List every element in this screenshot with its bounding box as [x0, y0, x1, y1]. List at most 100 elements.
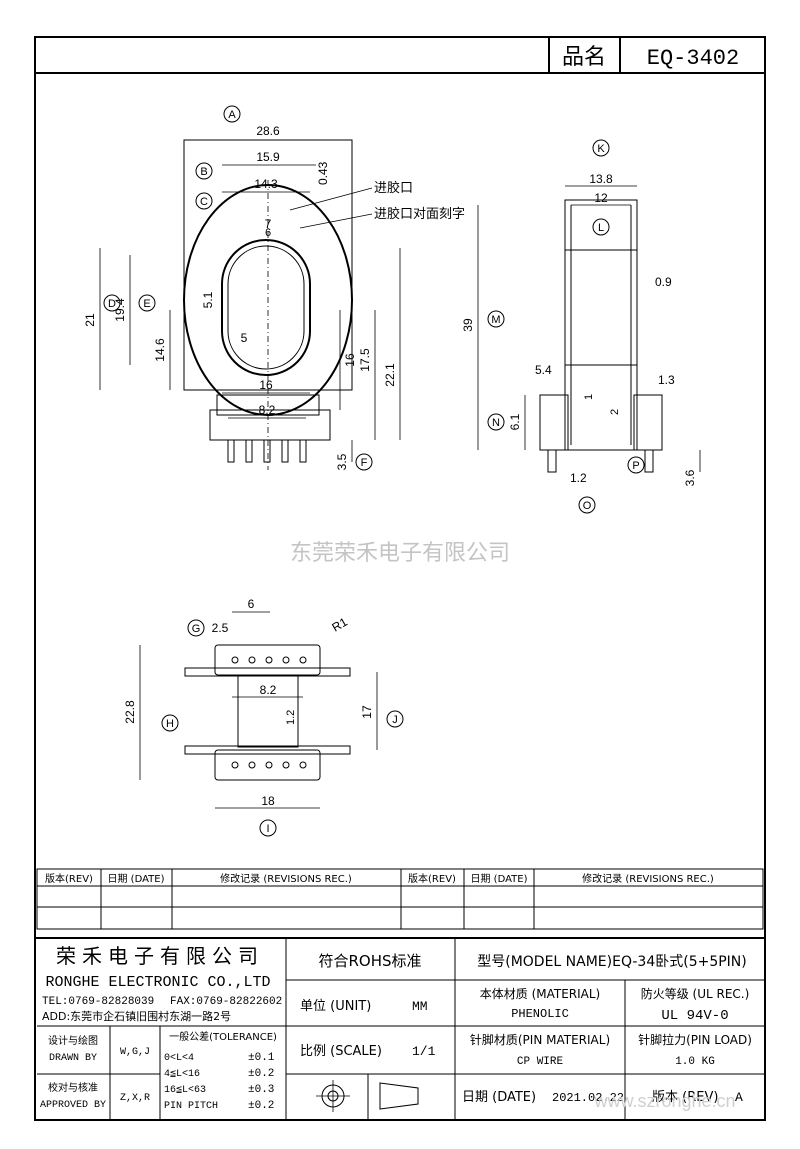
scale-value: 1/1 [412, 1044, 436, 1059]
dim-19-4: 19.4 [113, 298, 127, 322]
dim-22-1: 22.1 [383, 363, 397, 387]
projection-symbol [316, 1080, 419, 1112]
unit-label: 单位 (UNIT) [300, 999, 371, 1014]
dim-13-8: 13.8 [589, 172, 613, 186]
marker-a: A [228, 109, 236, 121]
tol-range-0: 0<L<4 [164, 1053, 194, 1064]
fire-label: 防火等级 (UL REC.) [641, 986, 750, 1001]
date-label: 日期 (DATE) [462, 1090, 536, 1105]
pin-material-value: CP WIRE [517, 1056, 564, 1068]
dim-5: 5 [241, 331, 248, 345]
dim-14-3: 14.3 [254, 177, 278, 191]
marker-c: C [200, 196, 208, 208]
dim-12: 12 [594, 191, 608, 205]
rev-header-rec-2: 修改记录 (REVISIONS REC.) [582, 872, 714, 885]
drawn-value: W,G,J [120, 1047, 150, 1058]
address: ADD:东莞市企石镇旧围村东湖一路2号 [42, 1009, 231, 1023]
dim-15-9: 15.9 [256, 150, 280, 164]
material-label: 本体材质 (MATERIAL) [480, 987, 601, 1001]
approved-label-cn: 校对与核准 [48, 1081, 98, 1094]
material-value: PHENOLIC [511, 1007, 569, 1021]
revision-table: 版本(REV) 日期 (DATE) 修改记录 (REVISIONS REC.) … [36, 868, 764, 930]
dim-6: 6 [265, 227, 271, 239]
dim-17-5: 17.5 [358, 348, 372, 372]
tol-value-2: ±0.3 [248, 1084, 274, 1096]
tol-value-3: ±0.2 [248, 1100, 274, 1112]
marker-j: J [392, 714, 398, 726]
dim-39: 39 [461, 318, 475, 332]
callout-gate: 进胶口 [374, 180, 413, 196]
bottom-pins-top [231, 656, 307, 664]
dim-6-bottom: 6 [248, 597, 255, 611]
tol-value-1: ±0.2 [248, 1068, 274, 1080]
approved-label-en: APPROVED BY [40, 1100, 106, 1111]
marker-g: G [192, 623, 201, 635]
marker-k: K [597, 143, 605, 155]
model-name: 型号(MODEL NAME)EQ-34卧式(5+5PIN) [477, 954, 747, 970]
side-view: 13.8 12 0.9 39 5.4 1.3 1 2 6.1 1.2 3.6 K… [461, 139, 701, 514]
dim-22-8: 22.8 [123, 700, 137, 724]
drawn-label-en: DRAWN BY [49, 1053, 97, 1064]
watermark: 东莞荣禾电子有限公司 [290, 541, 510, 566]
rev-header-rec-1: 修改记录 (REVISIONS REC.) [220, 872, 352, 885]
rohs-label: 符合ROHS标准 [318, 952, 421, 970]
product-code: EQ-3402 [647, 46, 739, 71]
tol-range-1: 4≦L<16 [164, 1069, 200, 1080]
marker-m: M [491, 314, 500, 326]
callout-gate-opposite: 进胶口对面刻字 [374, 206, 465, 222]
dim-8-2: 8.2 [259, 403, 276, 417]
dim-14-6: 14.6 [153, 338, 167, 362]
marker-o: O [583, 500, 592, 512]
dim-0-43: 0.43 [316, 161, 330, 185]
date-value: 2021.02.22 [552, 1091, 624, 1105]
fax: FAX:0769-82822602 [170, 996, 282, 1008]
dim-1-2-bottom: 1.2 [285, 710, 297, 725]
dim-2-5: 2.5 [212, 621, 229, 635]
marker-f: F [361, 457, 368, 469]
tolerance-title: 一般公差(TOLERANCE) [169, 1030, 277, 1043]
dim-7: 7 [265, 217, 272, 231]
tol-value-0: ±0.1 [248, 1052, 275, 1064]
marker-e: E [143, 298, 150, 310]
pin-load-value: 1.0 KG [675, 1056, 715, 1068]
dim-0-9: 0.9 [655, 275, 672, 289]
unit-value: MM [412, 999, 428, 1014]
dim-5-1: 5.1 [201, 291, 215, 308]
dim-6-1: 6.1 [508, 413, 522, 430]
dim-5-4: 5.4 [535, 363, 552, 377]
dim-28-6: 28.6 [256, 124, 280, 138]
site-watermark: www.szronghe.cn [593, 1091, 735, 1111]
rev-header-date-1: 日期 (DATE) [108, 873, 165, 885]
marker-d: D [108, 298, 116, 310]
dim-1-3: 1.3 [658, 373, 675, 387]
dim-1-2: 1.2 [570, 471, 587, 485]
bottom-view: 6 2.5 R1 8.2 1.2 22.8 17 18 G H I J [123, 597, 404, 837]
marker-n: N [492, 417, 500, 429]
marker-b: B [200, 166, 207, 178]
dim-3-5: 3.5 [335, 453, 349, 470]
rev-header-rev-1: 版本(REV) [45, 872, 93, 885]
dim-2: 2 [609, 409, 621, 415]
rev-header-date-2: 日期 (DATE) [471, 873, 528, 885]
dim-8-2-bottom: 8.2 [260, 683, 277, 697]
sheet-border [34, 36, 766, 1121]
marker-i: I [266, 823, 269, 835]
tol-range-3: PIN PITCH [164, 1101, 218, 1112]
company-en: RONGHE ELECTRONIC CO.,LTD [45, 974, 270, 991]
pin-material-label: 针脚材质(PIN MATERIAL) [470, 1032, 610, 1047]
pin-load-label: 针脚拉力(PIN LOAD) [638, 1032, 752, 1047]
rev-value: A [735, 1090, 743, 1105]
dim-18: 18 [261, 794, 275, 808]
dim-1: 1 [583, 394, 595, 400]
title-block: 荣禾电子有限公司 RONGHE ELECTRONIC CO.,LTD TEL:0… [35, 937, 765, 1120]
tel: TEL:0769-82828039 [42, 996, 154, 1008]
rev-label: 版本 (REV) [652, 1090, 718, 1105]
dim-r1: R1 [330, 615, 351, 635]
marker-h: H [166, 718, 174, 730]
company-cn: 荣禾电子有限公司 [56, 944, 264, 968]
scale-label: 比例 (SCALE) [300, 1044, 382, 1059]
front-view: 28.6 15.9 14.3 0.43 7 6 21 19.4 5.1 14.6… [83, 105, 465, 471]
drawn-label-cn: 设计与绘图 [48, 1034, 98, 1047]
bottom-pins-bottom [231, 761, 307, 769]
